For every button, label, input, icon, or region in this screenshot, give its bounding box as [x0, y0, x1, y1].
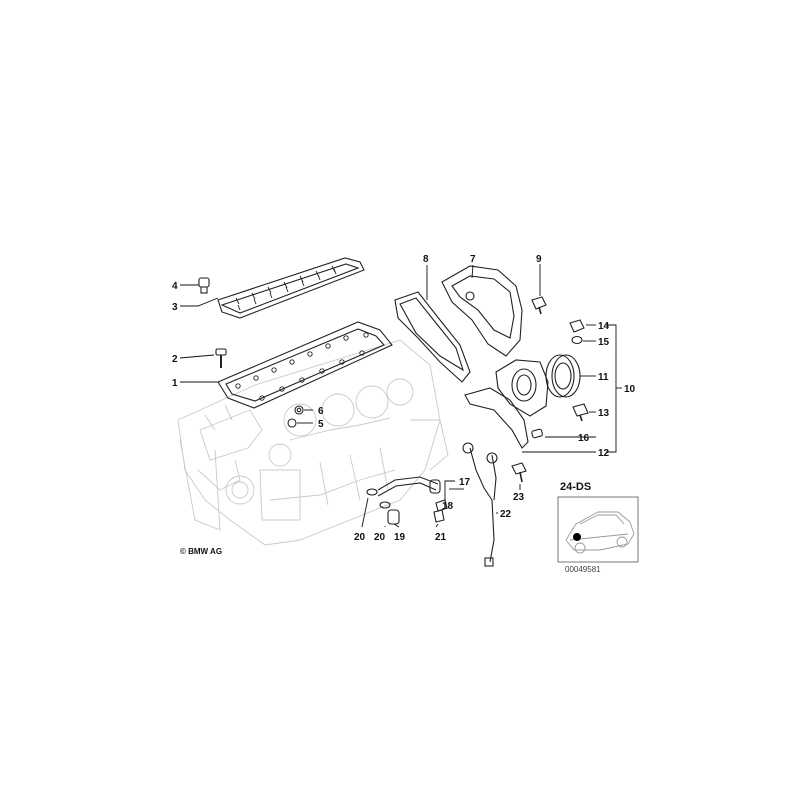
seal-ring	[545, 354, 581, 398]
dowel-part	[531, 428, 543, 439]
inset-frame	[557, 496, 639, 563]
callout-14: 14	[598, 321, 610, 332]
inset-code: 24-DS	[560, 481, 591, 493]
oil-line-assembly	[366, 476, 448, 525]
engine-block	[177, 339, 449, 546]
callout-20-left: 20	[354, 532, 366, 543]
callout-5: 5	[318, 419, 324, 430]
cover-gasket	[394, 291, 471, 383]
oil-pan-gasket	[217, 321, 393, 409]
callout-11: 11	[598, 372, 609, 383]
callout-7: 7	[470, 254, 476, 265]
upper-gasket	[217, 257, 365, 319]
vehicle-inset: 24-DS	[557, 481, 639, 563]
callout-18: 18	[442, 501, 454, 512]
screw-part	[215, 348, 227, 368]
bolt-part-9	[531, 296, 547, 315]
callout-6: 6	[318, 406, 324, 417]
callout-17: 17	[459, 477, 471, 488]
callout-3: 3	[172, 302, 178, 313]
callout-22: 22	[500, 509, 512, 520]
fitting-parts	[287, 405, 304, 428]
callout-20-right: 20	[374, 532, 386, 543]
callout-labels: 4 3 2 1 6 5 8 7 9 14 15 11 10 13 16 12 1…	[172, 254, 636, 543]
callout-15: 15	[598, 337, 610, 348]
callout-23: 23	[513, 492, 525, 503]
callout-4: 4	[172, 281, 178, 292]
sensor-wire	[462, 442, 498, 567]
callout-21: 21	[435, 532, 447, 543]
bolt-part-23	[511, 462, 527, 483]
location-dot	[573, 533, 581, 541]
timing-cover	[441, 265, 523, 357]
callout-8: 8	[423, 254, 429, 265]
callout-12: 12	[598, 448, 610, 459]
bolt-washer-parts	[569, 319, 585, 345]
image-number: 00049581	[565, 565, 601, 574]
callout-19: 19	[394, 532, 406, 543]
callout-9: 9	[536, 254, 542, 265]
callout-10: 10	[624, 384, 636, 395]
seal-carrier	[464, 359, 549, 449]
leader-lines	[179, 264, 622, 528]
callout-13: 13	[598, 408, 610, 419]
bolt-part-13	[572, 403, 589, 422]
callout-1: 1	[172, 378, 178, 389]
copyright-text: © BMW AG	[180, 547, 222, 556]
plug-part	[198, 277, 210, 294]
callout-16: 16	[578, 433, 590, 444]
callout-2: 2	[172, 354, 178, 365]
